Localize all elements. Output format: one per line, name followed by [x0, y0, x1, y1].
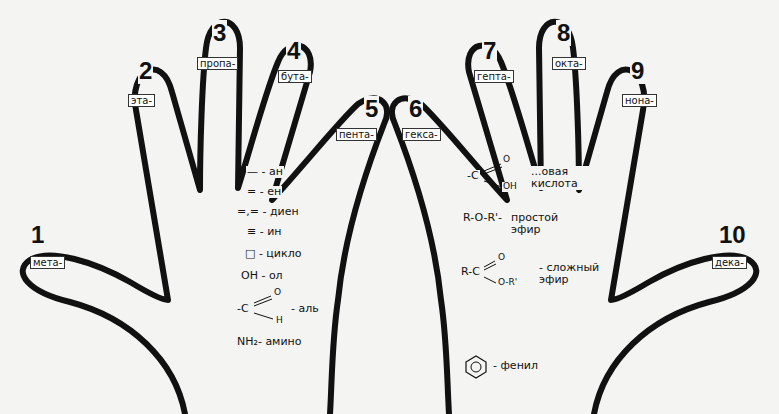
finger-number: 2 — [138, 58, 153, 84]
finger-number: 9 — [630, 58, 645, 84]
finger-number: 1 — [30, 222, 45, 248]
formula-atom: O — [497, 253, 506, 263]
suffix-rule: - аль — [290, 303, 320, 315]
formula-atom: H — [275, 316, 284, 326]
formula-atom: O-R' — [497, 278, 518, 288]
suffix-rule: - сложный эфир — [538, 262, 602, 286]
formula-atom: OH — [502, 182, 518, 192]
formula-atom: -C — [236, 303, 250, 315]
finger-prefix: дека- — [712, 256, 747, 269]
formula-atom: R-C — [460, 266, 481, 278]
suffix-rule: OH - ол — [240, 270, 284, 282]
finger-prefix: мета- — [30, 256, 65, 269]
finger-number: 7 — [482, 38, 497, 64]
finger-number: 4 — [286, 38, 301, 64]
suffix-rule: □ - цикло — [244, 248, 302, 260]
finger-prefix: гекса- — [402, 128, 441, 141]
finger-number: 3 — [212, 20, 227, 46]
finger-prefix: пента- — [336, 128, 377, 141]
finger-number: 10 — [718, 222, 747, 248]
left-hand-outline — [23, 22, 387, 414]
finger-prefix: гепта- — [474, 70, 514, 83]
suffix-rule: — - ан — [246, 166, 284, 178]
finger-prefix: эта- — [128, 94, 155, 107]
formula-atom: -C — [466, 170, 480, 182]
suffix-rule: NH₂- амино — [236, 336, 303, 348]
right-hand-outline — [392, 22, 756, 414]
finger-prefix: пропа- — [197, 57, 238, 70]
suffix-rule: - фенил — [492, 360, 539, 372]
suffix-rule: = - ен — [246, 186, 282, 198]
suffix-rule: ...овая кислота — [530, 166, 594, 190]
suffix-rule: =,= - диен — [236, 206, 300, 218]
suffix-rule: ≡ - ин — [246, 226, 283, 238]
formula-text: R-O-R'- — [462, 212, 503, 224]
finger-prefix: бута- — [278, 70, 312, 83]
formula-atom: O — [502, 155, 511, 165]
finger-number: 6 — [408, 96, 423, 122]
finger-prefix: нона- — [622, 94, 657, 107]
finger-number: 5 — [364, 96, 379, 122]
suffix-rule: простой эфир — [510, 212, 568, 236]
formula-atom: O — [273, 288, 282, 298]
finger-prefix: окта- — [552, 57, 586, 70]
finger-number: 8 — [556, 20, 571, 46]
